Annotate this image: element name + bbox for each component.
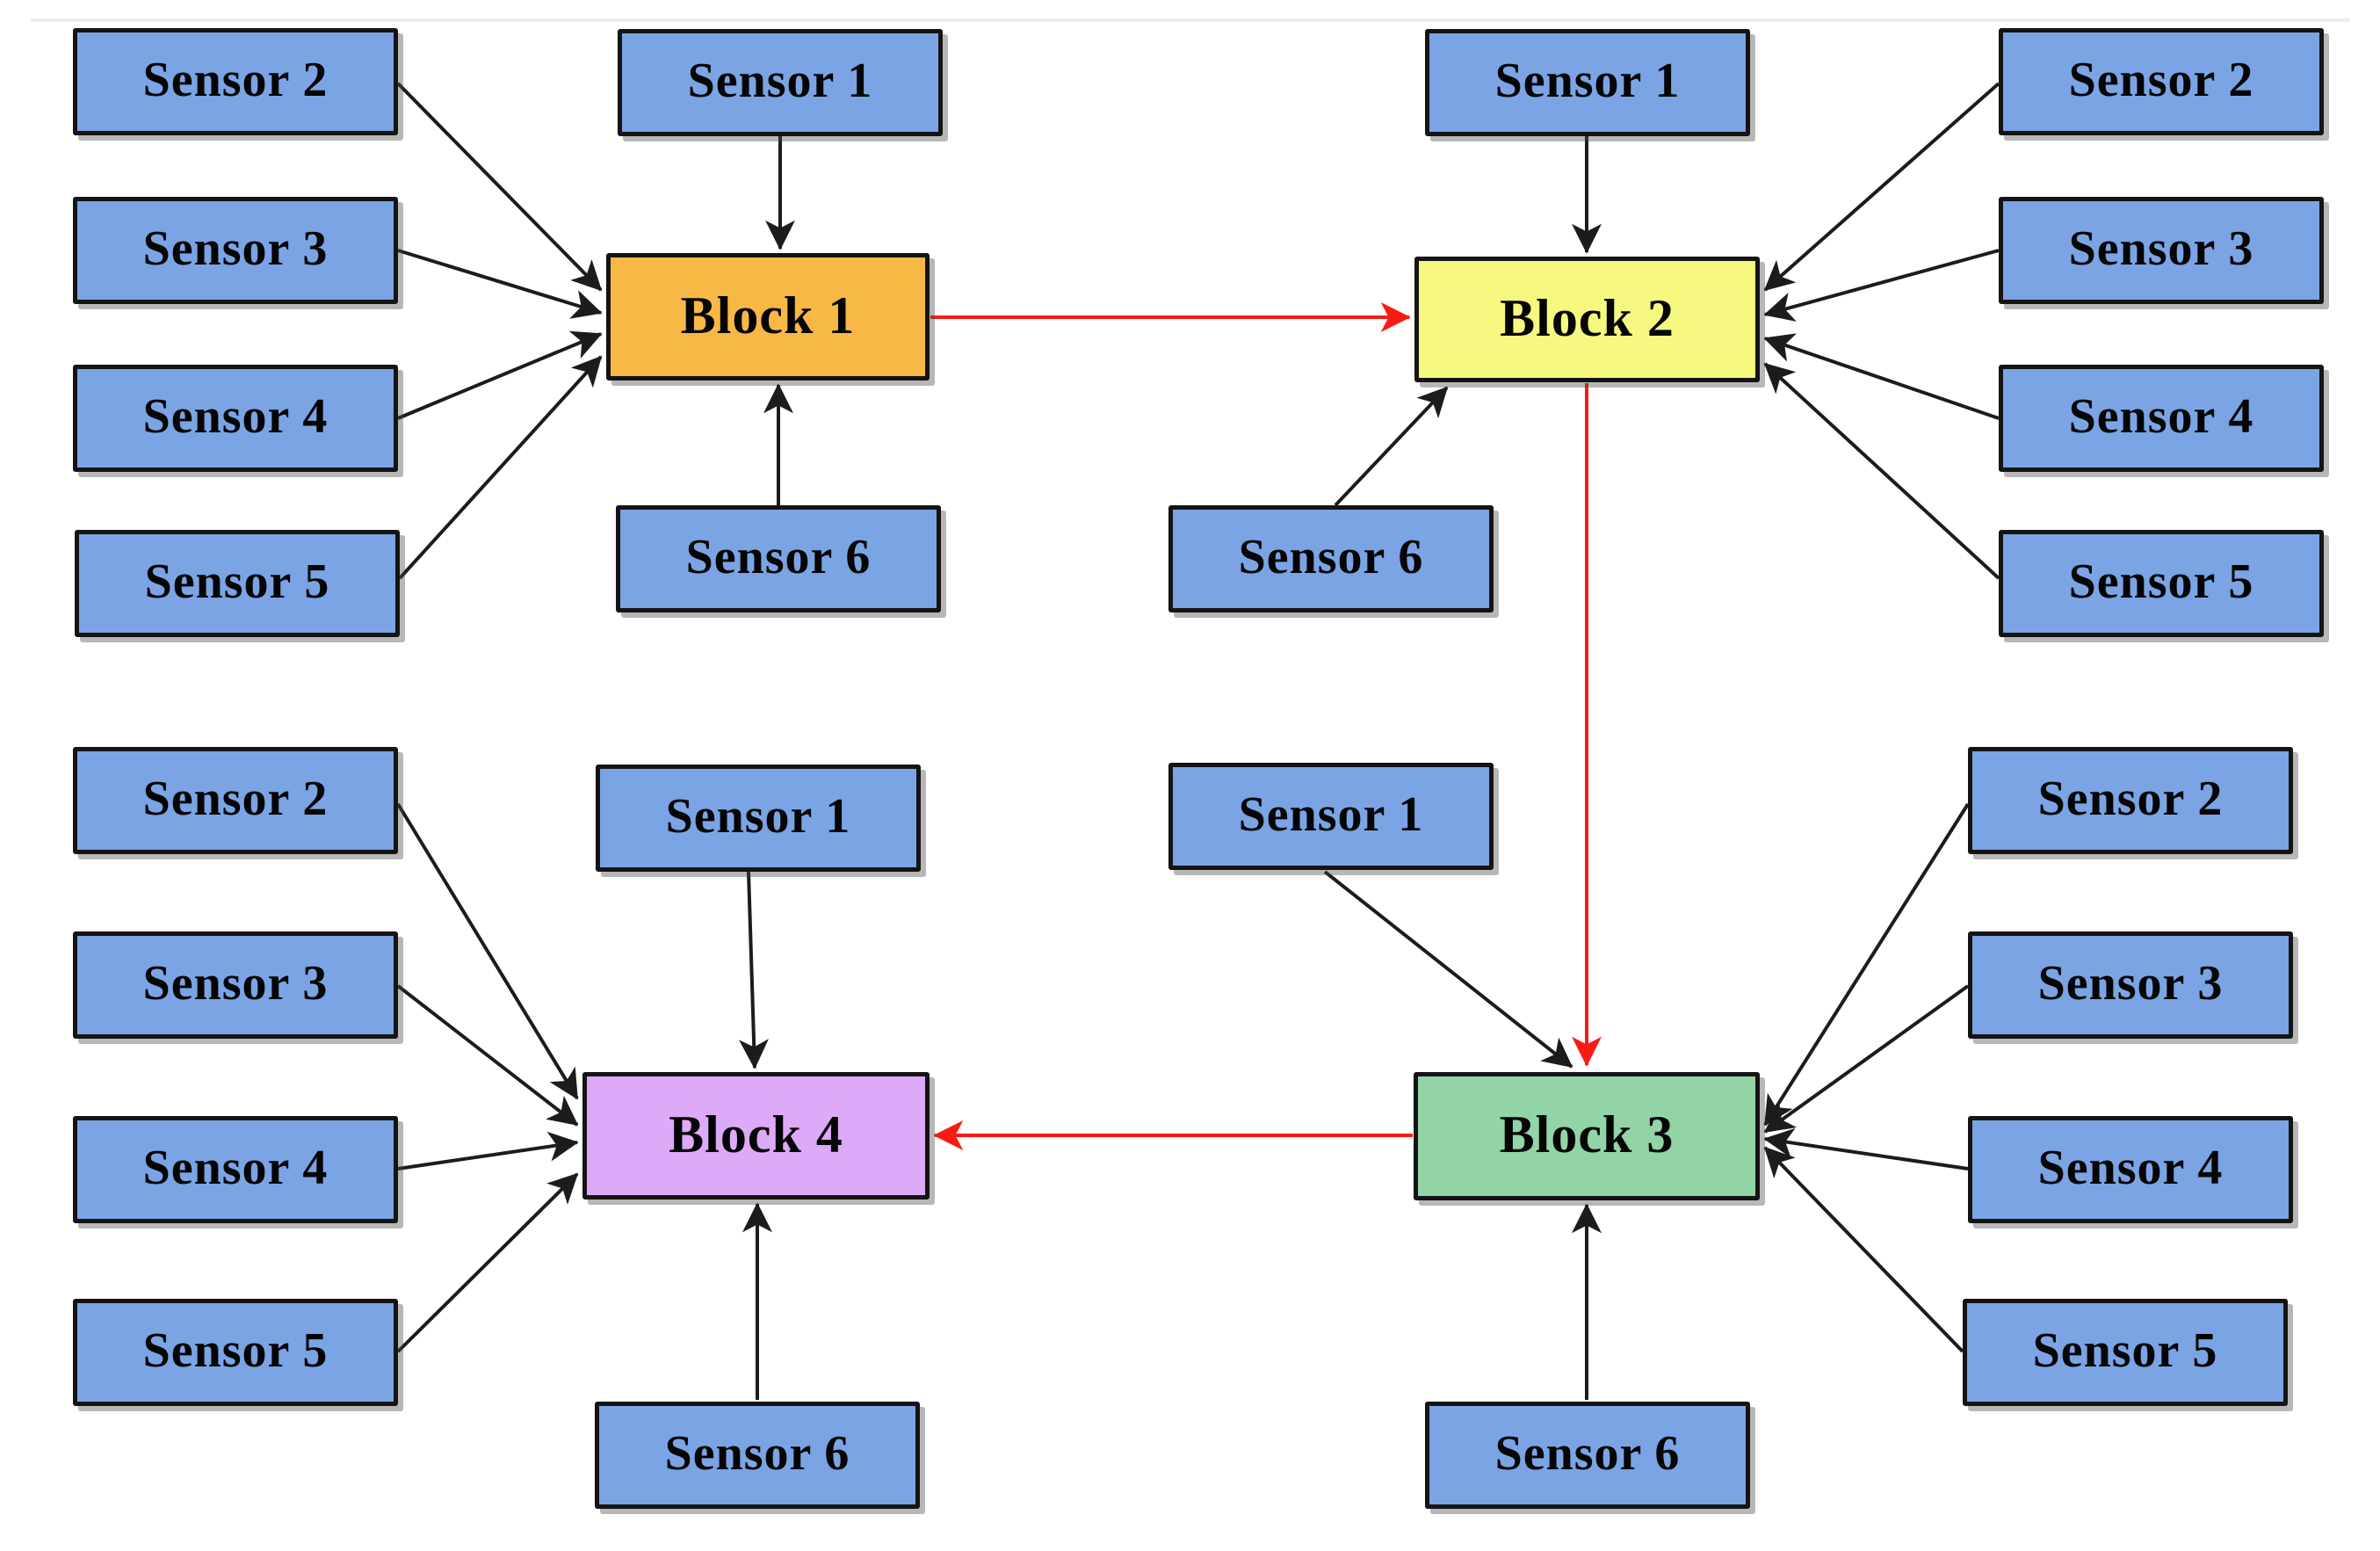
tl-sensor-6-box: Sensor 6 xyxy=(616,505,941,612)
block-3-box: Block 3 xyxy=(1414,1072,1760,1200)
br-sensor-3-box: Sensor 3 xyxy=(1968,931,2293,1039)
bl-sensor-6-box: Sensor 6 xyxy=(595,1402,920,1509)
top-rule xyxy=(31,18,2350,22)
block-1-label: Block 1 xyxy=(680,286,856,344)
br-sensor-6-label: Sensor 6 xyxy=(1494,1426,1681,1481)
tl-sensor-6-label: Sensor 6 xyxy=(685,530,872,584)
br-sensor-1-box: Sensor 1 xyxy=(1168,763,1494,870)
bl-sensor-4-box: Sensor 4 xyxy=(73,1116,398,1223)
edge-tl-sensor-5-to-block-1 xyxy=(398,355,603,580)
tr-sensor-5-label: Sensor 5 xyxy=(2068,554,2254,609)
edge-br-sensor-5-to-block-3 xyxy=(1763,1146,1964,1353)
block-2-box: Block 2 xyxy=(1414,257,1760,382)
tr-sensor-1-box: Sensor 1 xyxy=(1425,29,1750,136)
br-sensor-4-box: Sensor 4 xyxy=(1968,1116,2293,1223)
edge-br-sensor-2-to-block-3 xyxy=(1763,802,1970,1127)
br-sensor-2-label: Sensor 2 xyxy=(2037,772,2224,826)
edge-br-sensor-1-to-block-3 xyxy=(1323,870,1573,1069)
tr-sensor-2-box: Sensor 2 xyxy=(1999,28,2324,135)
br-sensor-5-label: Sensor 5 xyxy=(2032,1323,2218,1378)
br-sensor-1-label: Sensor 1 xyxy=(1238,787,1424,842)
edge-br-sensor-3-to-block-3 xyxy=(1763,984,1970,1134)
edge-tl-sensor-2-to-block-1 xyxy=(396,82,603,292)
bl-sensor-1-box: Sensor 1 xyxy=(596,765,921,872)
tl-sensor-3-box: Sensor 3 xyxy=(73,197,398,304)
bl-sensor-3-label: Sensor 3 xyxy=(142,956,329,1011)
tl-sensor-2-box: Sensor 2 xyxy=(73,28,398,135)
tl-sensor-4-label: Sensor 4 xyxy=(142,389,329,444)
edge-bl-sensor-3-to-block-4 xyxy=(396,984,579,1127)
tl-sensor-5-label: Sensor 5 xyxy=(144,554,330,609)
bl-sensor-2-box: Sensor 2 xyxy=(73,747,398,854)
bl-sensor-2-label: Sensor 2 xyxy=(142,772,329,826)
tl-sensor-3-label: Sensor 3 xyxy=(142,221,329,276)
tr-sensor-4-box: Sensor 4 xyxy=(1999,365,2324,472)
edge-tr-sensor-3-to-block-2 xyxy=(1763,249,2000,322)
br-sensor-2-box: Sensor 2 xyxy=(1968,747,2293,854)
edge-tl-sensor-3-to-block-1 xyxy=(397,249,603,319)
br-sensor-4-label: Sensor 4 xyxy=(2037,1141,2224,1195)
block-1-box: Block 1 xyxy=(606,253,930,381)
edge-tr-sensor-5-to-block-2 xyxy=(1763,362,2000,580)
edge-br-sensor-4-to-block-3 xyxy=(1763,1127,1969,1170)
block-4-label: Block 4 xyxy=(669,1105,843,1163)
bl-sensor-5-label: Sensor 5 xyxy=(142,1323,329,1378)
tl-sensor-1-label: Sensor 1 xyxy=(687,54,873,108)
edge-bl-sensor-5-to-block-4 xyxy=(396,1172,579,1353)
bl-sensor-6-label: Sensor 6 xyxy=(664,1426,850,1481)
edge-bl-sensor-4-to-block-4 xyxy=(397,1131,579,1170)
bl-sensor-4-label: Sensor 4 xyxy=(142,1141,329,1195)
tr-sensor-2-label: Sensor 2 xyxy=(2068,53,2254,107)
tl-sensor-4-box: Sensor 4 xyxy=(73,365,398,472)
bl-sensor-1-label: Sensor 1 xyxy=(665,789,851,844)
bl-sensor-3-box: Sensor 3 xyxy=(73,931,398,1039)
edge-tr-sensor-6-to-block-2 xyxy=(1334,386,1449,507)
edge-bl-sensor-1-to-block-4 xyxy=(738,871,769,1069)
edge-tr-sensor-4-to-block-2 xyxy=(1763,333,2000,420)
tr-sensor-6-label: Sensor 6 xyxy=(1238,530,1424,584)
tr-sensor-6-box: Sensor 6 xyxy=(1168,505,1494,612)
tr-sensor-4-label: Sensor 4 xyxy=(2068,389,2254,444)
br-sensor-6-box: Sensor 6 xyxy=(1425,1402,1750,1509)
tr-sensor-3-box: Sensor 3 xyxy=(1999,197,2324,304)
block-3-label: Block 3 xyxy=(1499,1105,1675,1163)
edge-tl-sensor-4-to-block-1 xyxy=(397,330,603,420)
tr-sensor-5-box: Sensor 5 xyxy=(1999,530,2324,637)
tl-sensor-2-label: Sensor 2 xyxy=(142,53,329,107)
block-4-box: Block 4 xyxy=(582,1072,930,1199)
tr-sensor-1-label: Sensor 1 xyxy=(1494,54,1681,108)
edge-tr-sensor-2-to-block-2 xyxy=(1763,82,2000,292)
edge-bl-sensor-2-to-block-4 xyxy=(396,802,579,1100)
block-2-label: Block 2 xyxy=(1500,288,1675,347)
tr-sensor-3-label: Sensor 3 xyxy=(2068,221,2254,276)
bl-sensor-5-box: Sensor 5 xyxy=(73,1299,398,1406)
tl-sensor-1-box: Sensor 1 xyxy=(618,29,943,136)
tl-sensor-5-box: Sensor 5 xyxy=(75,530,400,637)
br-sensor-3-label: Sensor 3 xyxy=(2037,956,2224,1011)
br-sensor-5-box: Sensor 5 xyxy=(1963,1299,2288,1406)
